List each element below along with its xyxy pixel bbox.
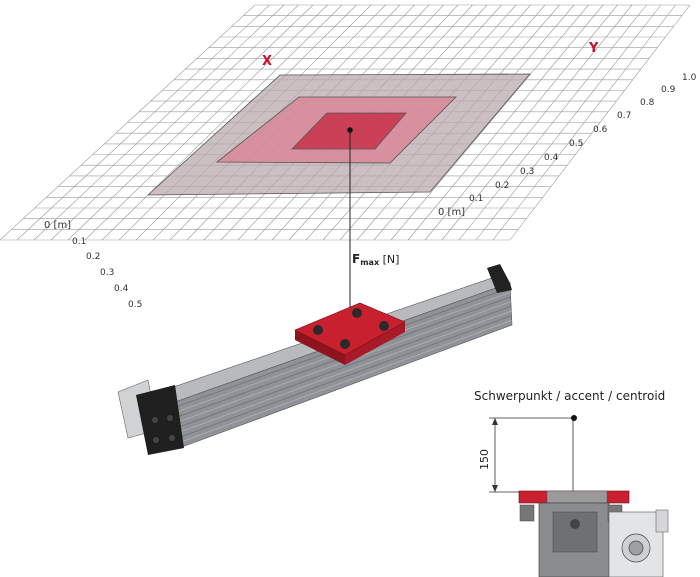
left-tick: 0.5 [128, 300, 142, 310]
carriage-plate-side [295, 330, 345, 365]
right-tick: 0.1 [469, 194, 483, 204]
rail-front-face [174, 282, 513, 448]
dimension-arrow-top [492, 418, 498, 425]
carriage-plate-front [345, 322, 405, 365]
centroid-label: Schwerpunkt / accent / centroid [474, 389, 665, 403]
force-label: Fmax [N] [352, 252, 399, 267]
end-screw [153, 437, 159, 443]
dimension-value: 150 [478, 449, 491, 470]
centroid-section-drawing: 150 [478, 415, 669, 577]
left-tick: 0.4 [114, 284, 129, 294]
left-tick: 0.1 [72, 237, 86, 247]
carriage-screw [379, 321, 389, 331]
section-bolt [570, 519, 580, 529]
rail-groove [181, 319, 512, 443]
linear-axis [117, 264, 513, 455]
right-tick: 0.9 [661, 85, 676, 95]
end-block-right [487, 264, 512, 293]
centroid-point [571, 415, 577, 421]
end-screw [169, 435, 175, 441]
dimension-arrow-bottom [492, 485, 498, 492]
motor-shaft-inner [628, 540, 644, 556]
right-tick: 0.7 [617, 111, 631, 121]
section-plate-cap [546, 490, 608, 504]
right-tick: 0.6 [593, 125, 608, 135]
carriage-screw [313, 325, 323, 335]
end-screw [167, 415, 173, 421]
right-tick: 0.3 [520, 167, 534, 177]
right-axis-unit: 0 [m] [438, 207, 465, 218]
left-tick: 0.2 [86, 252, 100, 262]
x-axis-name: X [262, 54, 272, 69]
rail-groove [179, 310, 512, 433]
y-axis-name: Y [588, 41, 599, 56]
right-tick: 0.2 [495, 181, 509, 191]
end-screw [152, 417, 158, 423]
left-tick: 0.3 [100, 268, 114, 278]
section-inner [552, 511, 598, 553]
carriage-screw [352, 308, 362, 318]
right-tick: 1.0 [682, 73, 697, 83]
left-axis-unit: 0 [m] [44, 220, 71, 231]
rail-groove [180, 315, 512, 438]
carriage-screw [340, 339, 350, 349]
section-slot-left [519, 504, 535, 522]
left-axis-ticks: 0.1 0.2 0.3 0.4 0.5 [72, 237, 142, 310]
carriage-plate-top [294, 302, 406, 356]
right-tick: 0.5 [569, 139, 583, 149]
right-axis-ticks: 0.1 0.2 0.3 0.4 0.5 0.6 0.7 0.8 0.9 1.0 [469, 73, 697, 204]
right-tick: 0.4 [544, 153, 559, 163]
right-tick: 0.8 [640, 98, 655, 108]
motor-connector [655, 509, 669, 533]
rail-grooves [175, 287, 512, 443]
rail-groove [178, 305, 512, 428]
